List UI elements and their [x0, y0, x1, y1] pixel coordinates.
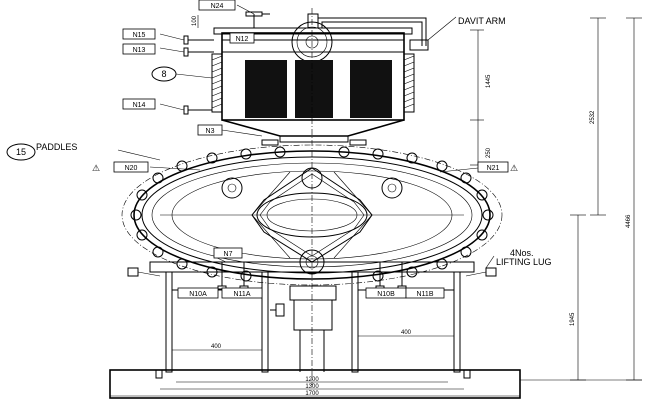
dimension-lines	[110, 15, 642, 397]
dim-1700: 1700	[305, 391, 319, 397]
item-number: 8	[161, 69, 166, 79]
item-number: 15	[16, 147, 26, 157]
nozzle-label: N7	[224, 251, 233, 258]
dim-250: 250	[486, 147, 492, 158]
nozzle-label: N11A	[234, 291, 251, 298]
nozzle-label: N15	[133, 32, 146, 39]
nozzle-tag-n11a: N11A	[221, 287, 263, 299]
dim-2532: 2532	[590, 110, 596, 124]
leader-lines	[117, 4, 495, 269]
dim-1300: 1300	[305, 384, 319, 390]
nozzle-label: N11B	[417, 291, 434, 298]
nozzle-label: N10A	[189, 291, 207, 298]
support-structure	[109, 271, 521, 399]
nozzle-tag-n10b: N10B	[365, 287, 407, 299]
nozzle-label: N14	[133, 102, 146, 109]
dim-100: 100	[192, 15, 198, 26]
callout-item-15: 15 PADDLES	[6, 142, 77, 161]
triangle-symbol-n20: ⚠	[92, 163, 100, 173]
davit-arm-label: DAVIT ARM	[458, 16, 506, 26]
nozzle-tag-n10a: N10A	[177, 287, 219, 299]
main-tank	[121, 144, 503, 290]
paddles-label: PADDLES	[36, 142, 77, 152]
triangle-symbol-n21: ⚠	[510, 163, 518, 173]
nozzle-tag-n24: N24	[198, 0, 236, 11]
nozzle-label: N12	[236, 36, 249, 43]
nozzle-label: N21	[487, 165, 500, 172]
nozzle-label: N10B	[377, 291, 395, 298]
lifting-lug-qty: 4Nos.	[510, 248, 534, 258]
nozzle-tag-n3: N3	[197, 124, 223, 136]
dim-400-right: 400	[401, 330, 412, 336]
lifting-lug-label: LIFTING LUG	[496, 257, 552, 267]
nozzle-label: N24	[211, 3, 224, 10]
nozzle-tag-n15: N15	[122, 28, 156, 40]
nozzle-tag-n11b: N11B	[405, 287, 445, 299]
nozzle-tag-n13: N13	[122, 43, 156, 55]
nozzle-tag-n20: N20	[113, 161, 149, 173]
nozzle-tag-n21: N21	[477, 161, 509, 173]
nozzle-tag-n12: N12	[229, 32, 255, 44]
nozzle-tag-n7: N7	[213, 247, 243, 259]
dim-1445: 1445	[486, 74, 492, 88]
dim-1945: 1945	[570, 312, 576, 326]
nozzle-label: N13	[133, 47, 146, 54]
nozzle-tag-n14: N14	[122, 98, 156, 110]
upper-vessel	[183, 11, 429, 146]
callout-item-8: 8	[151, 66, 177, 82]
dim-1200: 1200	[305, 377, 319, 383]
dim-4466: 4466	[626, 214, 632, 228]
dim-400-left: 400	[211, 344, 222, 350]
nozzle-label: N20	[125, 165, 138, 172]
nozzle-label: N3	[206, 128, 215, 135]
